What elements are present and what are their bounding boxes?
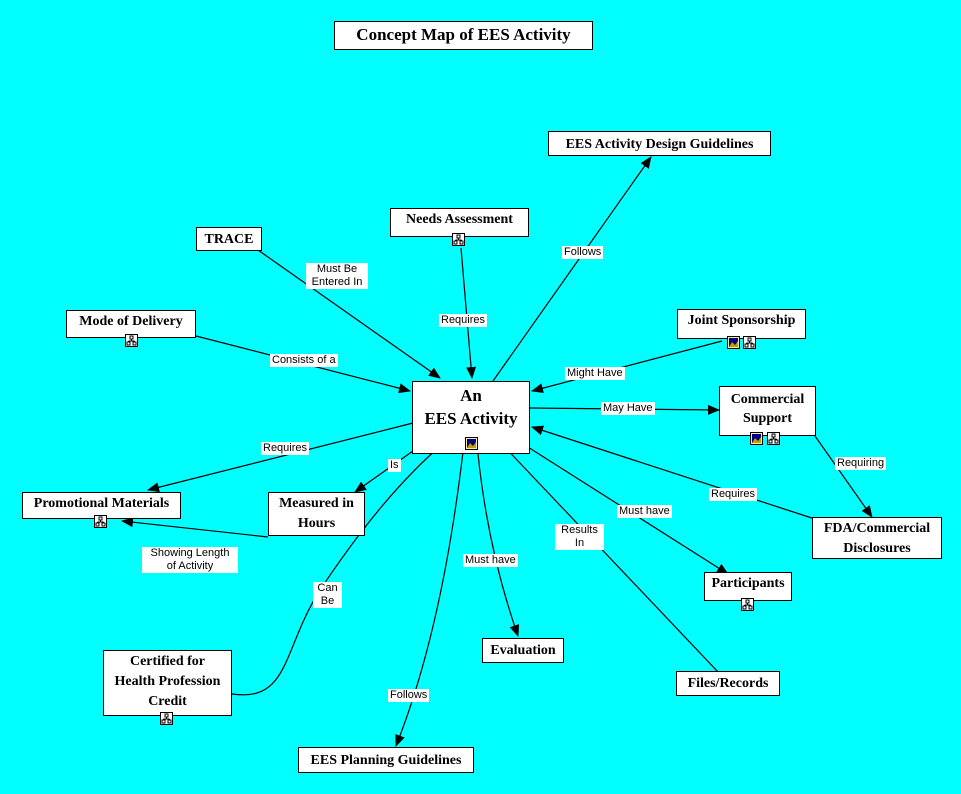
link-trace [257,249,441,379]
link-label-consists-of: Consists of a [270,354,338,367]
node-trace[interactable]: TRACE [196,227,262,251]
center-line-1: An [460,386,482,405]
concept-map-icon[interactable] [160,712,173,725]
commercial-line-2: Support [742,411,793,426]
link-label-follows-planning: Follows [388,689,430,702]
concept-map-icon[interactable] [452,233,465,246]
fda-line-2: Disclosures [843,541,911,556]
link-needs [460,247,477,379]
link-certified [231,439,448,696]
link-label-may-have: May Have [601,402,655,415]
node-evaluation[interactable]: Evaluation [482,638,564,663]
link-is [354,445,421,493]
node-certified[interactable]: Certified for Health Profession Credit [103,650,232,716]
link-label-requires-fda: Requires [709,488,758,501]
certified-line-2: Health Profession [114,674,221,689]
link-label-must-have-eval: Must have [463,554,518,567]
node-joint-sponsorship[interactable]: Joint Sponsorship [677,309,806,339]
commercial-line-1: Commercial [730,392,805,407]
node-design-guidelines[interactable]: EES Activity Design Guidelines [548,131,771,156]
link-joint [531,340,723,394]
link-evaluation [477,453,520,637]
center-line-2: EES Activity [424,409,518,428]
link-label-requires-promo: Requires [261,442,310,455]
link-files [499,441,720,674]
node-fda-disclosures[interactable]: FDA/Commercial Disclosures [812,517,942,559]
link-fda [531,425,819,521]
link-showing [121,517,269,538]
measured-line-1: Measured in [279,496,354,511]
link-label-must-have-participants: Must have [617,505,672,518]
concept-map-icon[interactable] [767,432,780,445]
link-requiring [814,435,873,518]
certified-line-3: Credit [148,694,187,709]
image-resource-icon[interactable] [727,336,740,349]
concept-map-icon[interactable] [94,515,107,528]
image-resource-icon[interactable] [465,437,478,450]
link-design [492,156,652,382]
link-label-is: Is [388,459,401,472]
node-promotional-materials[interactable]: Promotional Materials [22,492,181,519]
link-label-requires-needs: Requires [439,314,488,327]
node-mode-of-delivery[interactable]: Mode of Delivery [66,310,196,338]
concept-map-icon[interactable] [741,598,754,611]
link-label-follows-design: Follows [562,246,604,259]
measured-line-2: Hours [297,516,336,531]
node-commercial-support[interactable]: Commercial Support [719,386,816,436]
node-measured-in-hours[interactable]: Measured in Hours [268,492,365,536]
certified-line-1: Certified for [129,654,206,669]
image-resource-icon[interactable] [750,432,763,445]
node-planning-guidelines[interactable]: EES Planning Guidelines [298,747,474,773]
map-title: Concept Map of EES Activity [334,21,593,50]
concept-map-icon[interactable] [125,334,138,347]
link-label-requiring: Requiring [835,457,887,470]
node-needs-assessment[interactable]: Needs Assessment [390,208,529,237]
node-files-records[interactable]: Files/Records [676,671,780,696]
link-promo [147,422,414,493]
link-label-might-have: Might Have [565,367,625,380]
link-planning [395,451,464,747]
concept-map-icon[interactable] [743,336,756,349]
node-participants[interactable]: Participants [704,572,792,601]
fda-line-1: FDA/Commercial [823,521,931,536]
